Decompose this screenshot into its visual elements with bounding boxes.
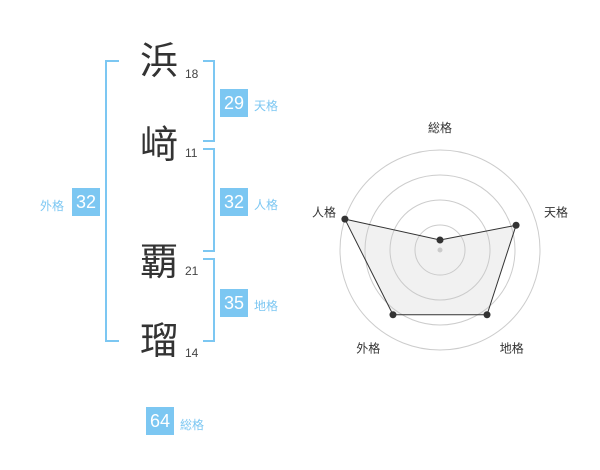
jinkaku-label: 人格	[254, 198, 279, 212]
tenkaku-label: 天格	[254, 99, 279, 113]
name-char-3-strokes: 21	[185, 264, 199, 278]
name-char-1: 浜	[140, 39, 179, 83]
soukaku-label: 総格	[180, 418, 205, 432]
radar-point-1	[436, 236, 444, 244]
chikaku-value-badge: 35	[220, 289, 248, 317]
jinkaku-bracket	[203, 148, 215, 252]
radar-ring	[414, 224, 466, 276]
name-char-2-strokes: 11	[185, 146, 198, 160]
gaikaku-label: 外格	[40, 199, 65, 213]
radar-point-3	[483, 311, 491, 319]
name-char-4: 瑠	[140, 319, 179, 363]
gaikaku-value-badge: 32	[72, 188, 100, 216]
radar-point-2	[512, 221, 520, 229]
jinkaku-value-badge: 32	[220, 188, 248, 216]
radar-axis-label: 天格	[544, 204, 568, 219]
radar-axis-label: 外格	[356, 341, 380, 356]
name-char-3: 覇	[140, 240, 179, 284]
radar-axis-label: 人格	[312, 204, 336, 219]
radar-data-polygon	[343, 218, 517, 316]
radar-point-4	[389, 311, 397, 319]
chikaku-bracket	[203, 258, 215, 342]
radar-ring	[364, 174, 516, 326]
radar-center-dot	[437, 247, 443, 253]
name-char-4-strokes: 14	[185, 346, 199, 360]
radar-axis-label: 総格	[428, 120, 452, 135]
chikaku-label: 地格	[254, 299, 279, 313]
radar-axis-label: 地格	[500, 341, 524, 356]
radar-ring	[339, 149, 541, 351]
soukaku-value-badge: 64	[146, 407, 174, 435]
radar-ring	[389, 199, 491, 301]
gaikaku-bracket	[105, 60, 119, 342]
name-char-2: 﨑	[140, 123, 179, 167]
radar-point-5	[341, 215, 349, 223]
tenkaku-value-badge: 29	[220, 89, 248, 117]
tenkaku-bracket	[203, 60, 215, 142]
name-char-1-strokes: 18	[185, 67, 199, 81]
